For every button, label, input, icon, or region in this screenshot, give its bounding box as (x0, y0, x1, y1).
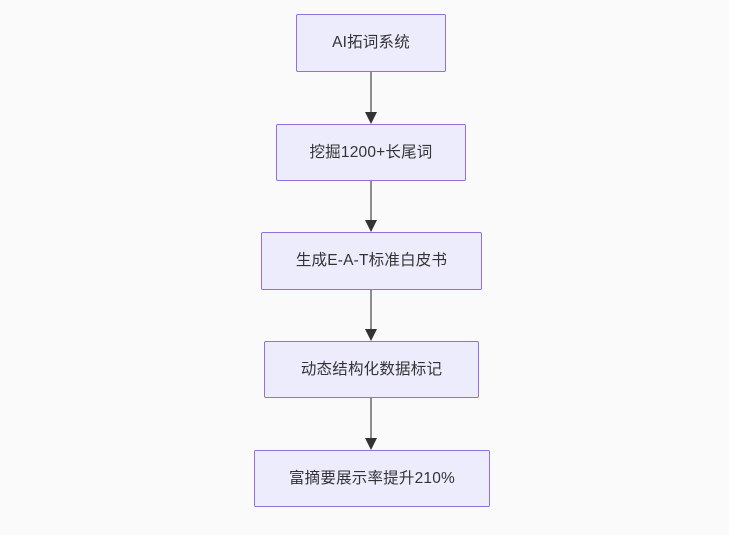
flowchart-node-mine-longtail-keywords[interactable]: 挖掘1200+长尾词 (276, 124, 466, 181)
node-label: 生成E-A-T标准白皮书 (295, 252, 448, 270)
edge-n4-n5 (365, 398, 377, 450)
node-label: 挖掘1200+长尾词 (309, 143, 433, 161)
arrowhead-icon (365, 438, 377, 450)
arrowhead-icon (365, 220, 377, 232)
flowchart-node-rich-snippet-impression-lift[interactable]: 富摘要展示率提升210% (254, 450, 490, 507)
arrowhead-icon (365, 329, 377, 341)
node-label: AI拓词系统 (332, 34, 410, 52)
edge-n3-n4 (365, 290, 377, 341)
edge-n2-n3 (365, 181, 377, 232)
flowchart-node-dynamic-structured-data-markup[interactable]: 动态结构化数据标记 (264, 341, 479, 398)
node-label: 动态结构化数据标记 (300, 360, 443, 378)
edge-n1-n2 (365, 72, 377, 124)
node-label: 富摘要展示率提升210% (288, 469, 456, 487)
flowchart-node-ai-keyword-system[interactable]: AI拓词系统 (296, 14, 446, 72)
flowchart-node-generate-eat-whitepaper[interactable]: 生成E-A-T标准白皮书 (261, 232, 482, 290)
arrowhead-icon (365, 112, 377, 124)
